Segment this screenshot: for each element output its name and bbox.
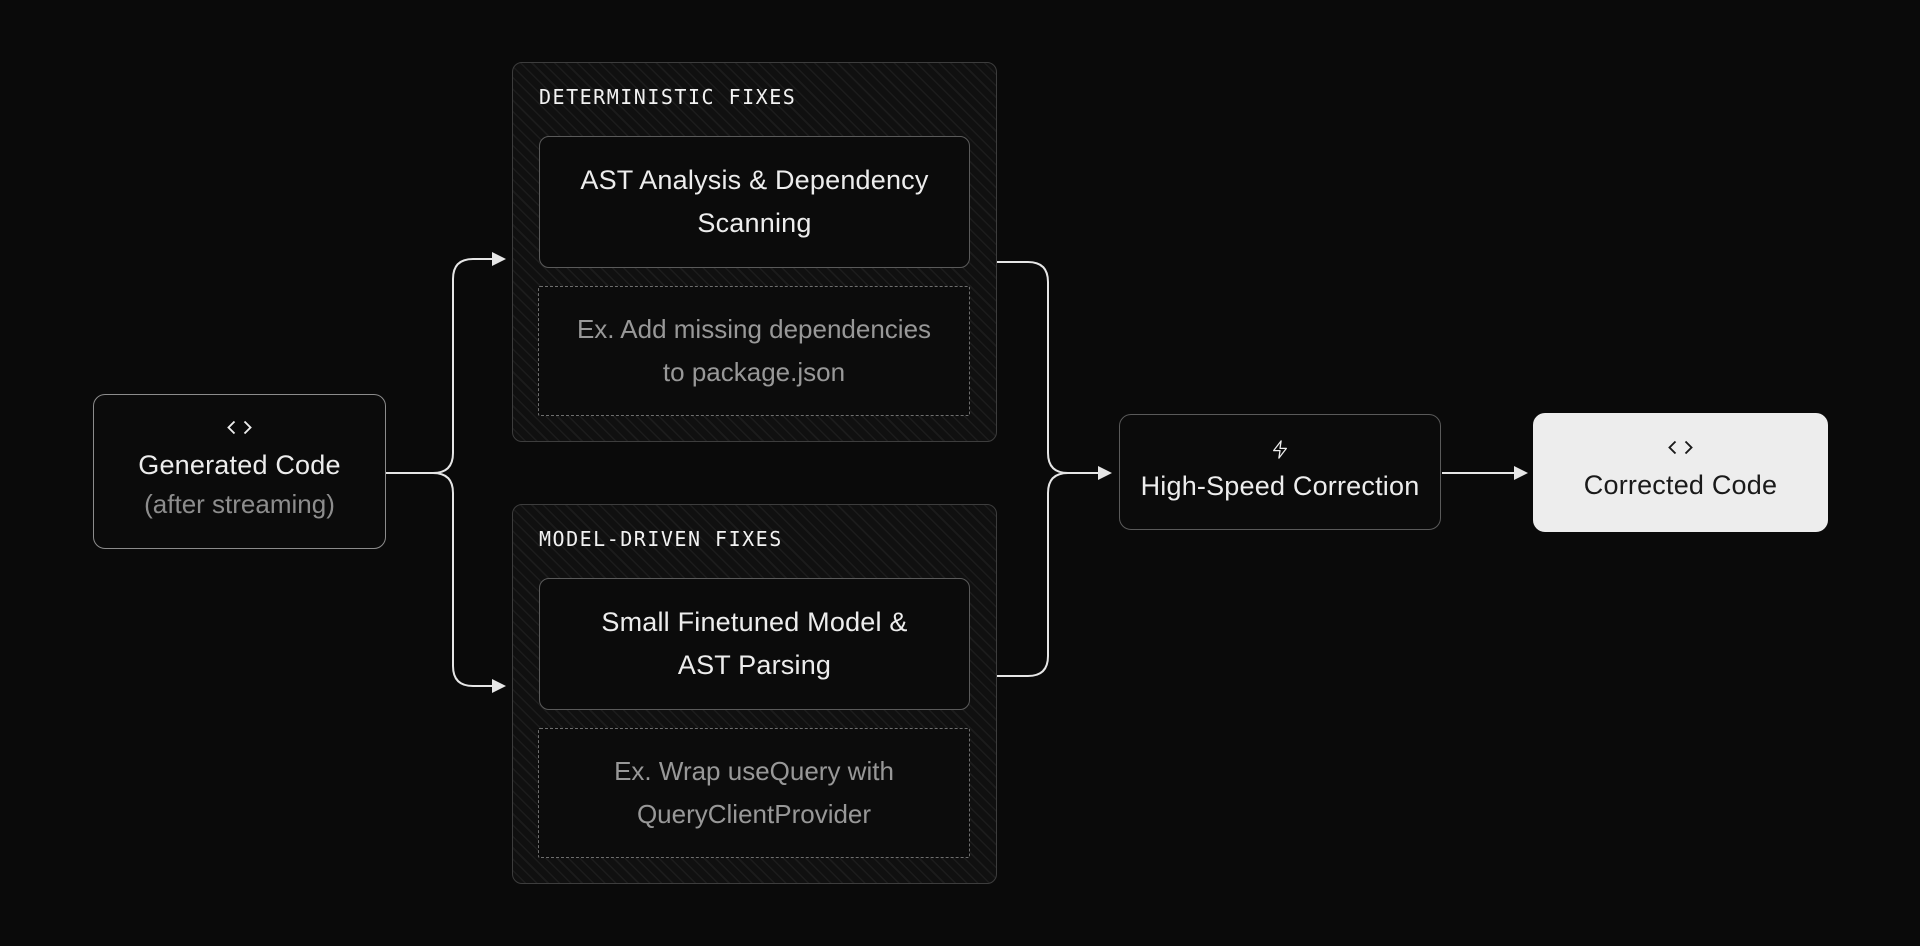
arrowhead-model xyxy=(492,679,506,693)
deterministic-method-box: AST Analysis & Dependency Scanning xyxy=(539,136,970,268)
model-method-text: Small Finetuned Model & AST Parsing xyxy=(601,607,908,680)
model-example-box: Ex. Wrap useQuery with QueryClientProvid… xyxy=(538,728,970,858)
panel-model-title: MODEL-DRIVEN FIXES xyxy=(539,527,783,551)
arrowhead-deterministic xyxy=(492,252,506,266)
lightning-icon xyxy=(1271,439,1289,460)
connector-source-to-model xyxy=(432,472,492,687)
model-example-text: Ex. Wrap useQuery with QueryClientProvid… xyxy=(614,756,894,829)
node-high-speed-correction: High-Speed Correction xyxy=(1119,414,1441,530)
node-corrected-code-title: Corrected Code xyxy=(1583,470,1778,500)
deterministic-method-text: AST Analysis & Dependency Scanning xyxy=(580,165,929,238)
panel-model-driven-fixes: MODEL-DRIVEN FIXES Small Finetuned Model… xyxy=(512,504,997,884)
node-high-speed-title: High-Speed Correction xyxy=(1140,470,1420,501)
connector-deterministic-to-merge xyxy=(997,261,1069,474)
code-icon xyxy=(1667,440,1694,455)
node-generated-code: Generated Code (after streaming) xyxy=(93,394,386,549)
node-generated-code-title: Generated Code xyxy=(138,450,341,480)
node-corrected-code: Corrected Code xyxy=(1533,413,1828,532)
deterministic-example-box: Ex. Add missing dependencies to package.… xyxy=(538,286,970,416)
connector-source-to-deterministic xyxy=(432,258,492,474)
arrowhead-output xyxy=(1514,466,1528,480)
connector-model-to-merge xyxy=(997,472,1069,677)
deterministic-example-text: Ex. Add missing dependencies to package.… xyxy=(576,314,932,387)
panel-deterministic-fixes: DETERMINISTIC FIXES AST Analysis & Depen… xyxy=(512,62,997,442)
node-generated-code-subtitle: (after streaming) xyxy=(144,489,335,519)
code-icon xyxy=(226,420,253,435)
panel-deterministic-title: DETERMINISTIC FIXES xyxy=(539,85,797,109)
model-method-box: Small Finetuned Model & AST Parsing xyxy=(539,578,970,710)
arrowhead-merge xyxy=(1098,466,1112,480)
